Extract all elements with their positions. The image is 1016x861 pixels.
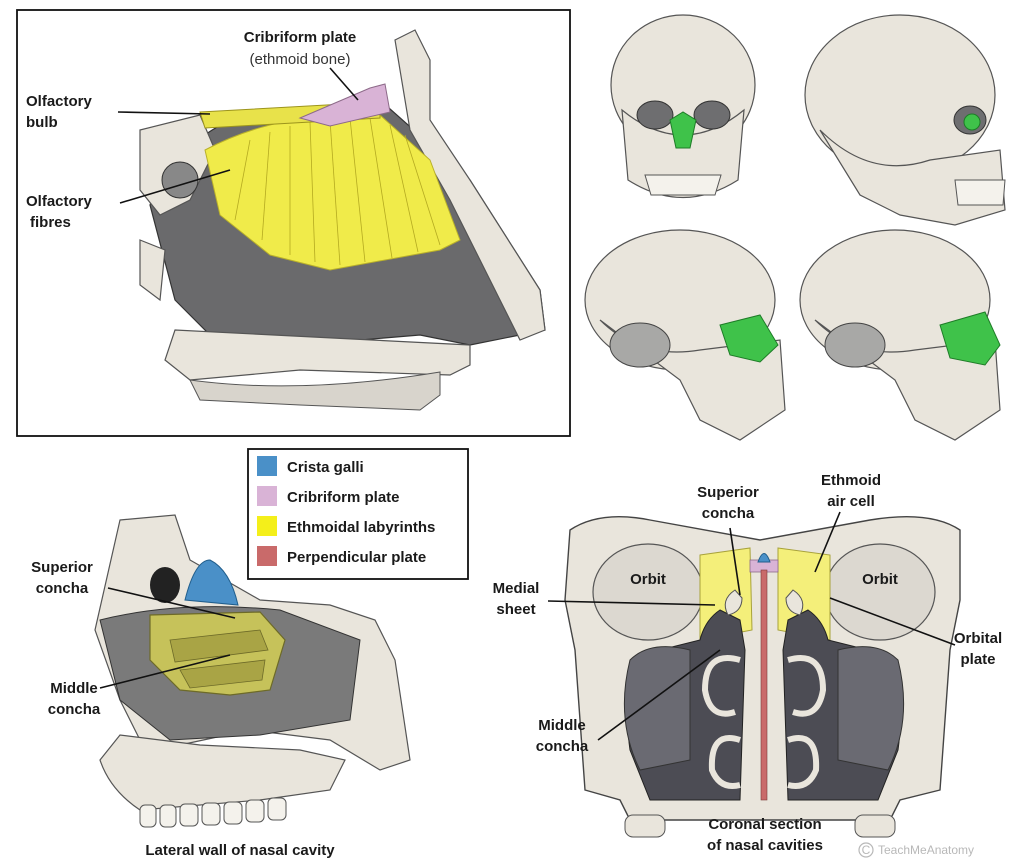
lateral-caption: Lateral wall of nasal cavity [145,842,335,859]
left-maxillary-sinus [624,647,690,770]
left-foot [625,815,665,837]
coronal-panel: Superior concha Ethmoid air cell Orbit O… [493,472,1003,857]
lateral-middle-label-1: Middle [50,680,98,697]
ethmoid-highlight-lateral [964,114,980,130]
coronal-perpendicular-plate [761,570,767,800]
coronal-superior-label-2: concha [702,505,755,522]
coronal-orbital-label-2: plate [960,651,995,668]
legend-label-ethmoidal-labyrinths: Ethmoidal labyrinths [287,519,435,536]
coronal-caption-2: of nasal cavities [707,837,823,854]
skull-views [585,15,1005,440]
watermark-text: TeachMeAnatomy [878,843,974,857]
sphenoid-opening [150,567,180,603]
olfactory-fibres-label-2: fibres [30,214,71,231]
lateral-superior-label-2: concha [36,580,89,597]
olfactory-bulb-label-2: bulb [26,114,58,131]
legend-swatch-cribriform-plate [257,486,277,506]
sphenoid-sinus [162,162,198,198]
lateral-superior-label-1: Superior [31,559,93,576]
legend-label-perpendicular-plate: Perpendicular plate [287,549,426,566]
coronal-middle-label-2: concha [536,738,589,755]
olfactory-fibres-label-1: Olfactory [26,193,93,210]
legend-swatch-crista-galli [257,456,277,476]
maxilla [100,735,345,810]
coronal-middle-label-1: Middle [538,717,586,734]
legend-label-cribriform-plate: Cribriform plate [287,489,400,506]
skull-sagittal-2 [800,230,1000,440]
skull-anterior [611,15,755,198]
coronal-medial-label-2: sheet [496,601,535,618]
legend: Crista galli Cribriform plate Ethmoidal … [248,449,468,579]
coronal-ethmoid-label-1: Ethmoid [821,472,881,489]
cribriform-plate-label: Cribriform plate [244,29,357,46]
skull-lateral [805,15,1005,225]
right-maxillary-sinus [838,647,904,770]
olfactory-bulb-label-1: Olfactory [26,93,93,110]
left-orbit [593,544,703,640]
legend-swatch-ethmoidal-labyrinths [257,516,277,536]
coronal-orbital-label-1: Orbital [954,630,1002,647]
left-orbit-label: Orbit [630,571,666,588]
legend-swatch-perpendicular-plate [257,546,277,566]
ethmoid-bone-sublabel: (ethmoid bone) [250,51,351,68]
right-orbit-label: Orbit [862,571,898,588]
copyright-glyph: C [862,843,871,857]
coronal-caption-1: Coronal section [708,816,821,833]
coronal-ethmoid-label-2: air cell [827,493,875,510]
sagittal-panel: Cribriform plate (ethmoid bone) Olfactor… [17,10,570,436]
legend-label-crista-galli: Crista galli [287,459,364,476]
right-foot [855,815,895,837]
right-orbit [825,544,935,640]
coronal-medial-label-1: Medial [493,580,540,597]
skull-sagittal-1 [585,230,785,440]
lateral-middle-label-2: concha [48,701,101,718]
coronal-superior-label-1: Superior [697,484,759,501]
